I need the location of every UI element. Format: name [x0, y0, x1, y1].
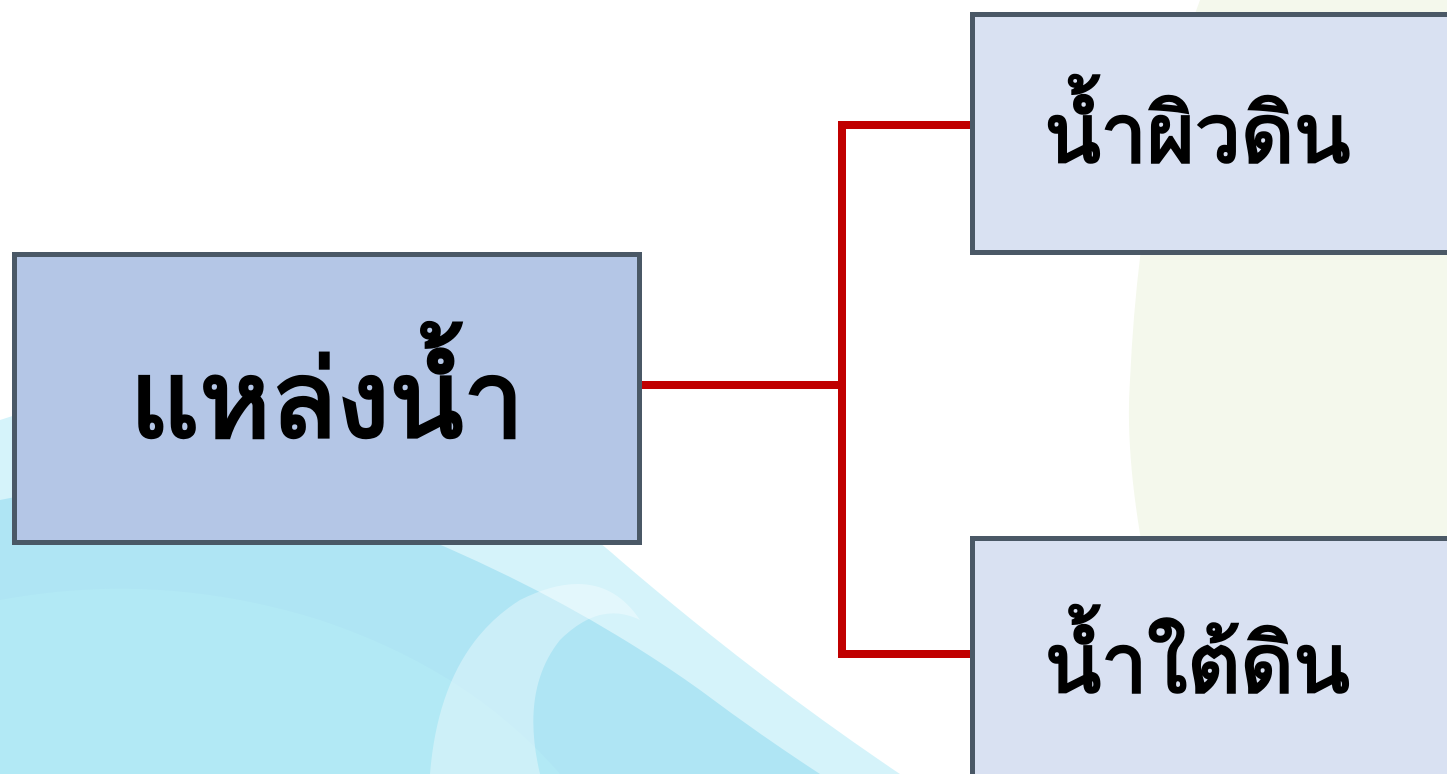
- root-node: แหล่งน้ำ: [12, 252, 642, 545]
- child-node-surface-water: น้ำผิวดิน: [970, 12, 1447, 255]
- child-node-label: น้ำผิวดิน: [1044, 86, 1351, 182]
- wave-front: [0, 588, 560, 774]
- root-node-label: แหล่งน้ำ: [129, 337, 525, 463]
- wave-swirl: [430, 584, 640, 774]
- child-node-label: น้ำใต้ดิน: [1045, 616, 1350, 712]
- child-node-groundwater: น้ำใต้ดิน: [970, 536, 1447, 774]
